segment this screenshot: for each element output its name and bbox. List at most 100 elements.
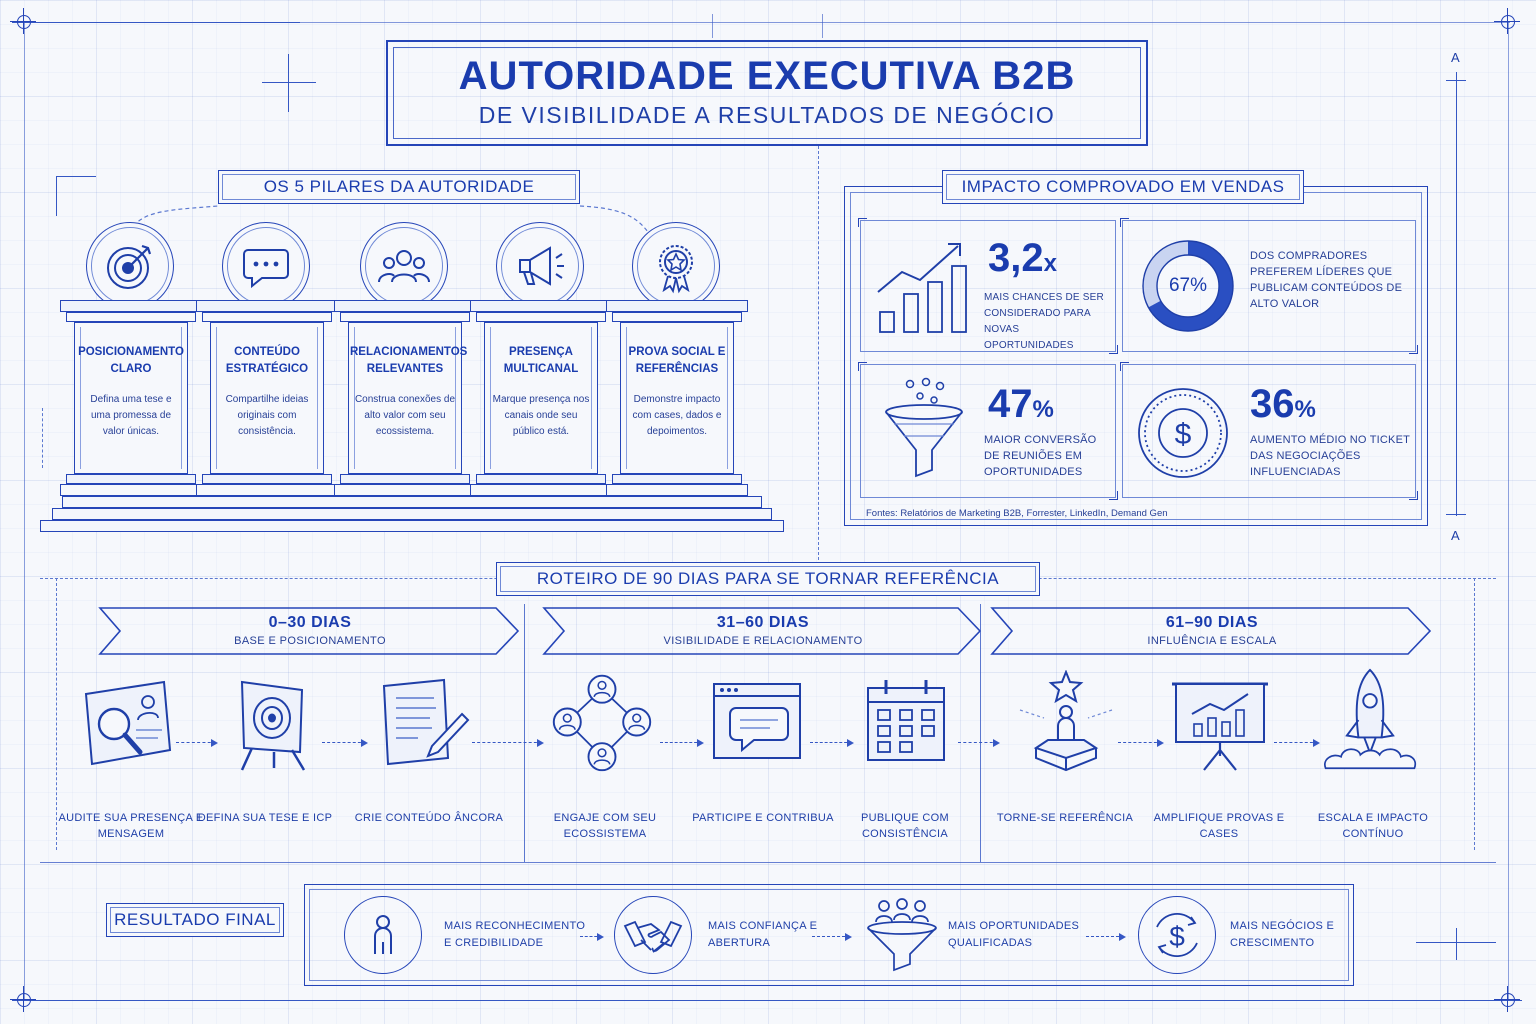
chevron-banner	[542, 607, 982, 655]
pillar-shaft	[348, 322, 462, 474]
pillar-base	[60, 484, 202, 496]
svg-text:$: $	[1169, 921, 1185, 952]
stat-value: 47%	[988, 382, 1054, 427]
people-group-icon	[360, 222, 448, 310]
stat-description: DOS COMPRADORES PREFEREM LÍDERES QUE PUB…	[1250, 250, 1403, 310]
page-title: AUTORIDADE EXECUTIVA B2B	[458, 54, 1076, 98]
pillar-base	[66, 474, 196, 484]
step-arrow	[1118, 738, 1164, 747]
roadmap-label-text: ROTEIRO DE 90 DIAS PARA SE TORNAR REFERÊ…	[536, 569, 1000, 588]
pillar-step	[40, 520, 784, 532]
pillar-description: Compartilhe ideias originais com consist…	[225, 394, 309, 437]
impact-label-text: IMPACTO COMPROVADO EM VENDAS	[961, 177, 1285, 196]
phase-subtitle: BASE E POSICIONAMENTO	[234, 635, 386, 647]
pillar-content: CONTEÚDO ESTRATÉGICO Compartilhe ideias …	[196, 222, 338, 502]
page-subtitle: DE VISIBILIDADE A RESULTADOS DE NEGÓCIO	[478, 102, 1056, 128]
pillar-shaft	[210, 322, 324, 474]
pillar-title: CONTEÚDO ESTRATÉGICO	[225, 346, 309, 375]
pillar-base	[606, 484, 748, 496]
pillar-shaft	[74, 322, 188, 474]
pillar-capital	[470, 300, 612, 312]
pillar-base	[612, 474, 742, 484]
registration-mark	[10, 8, 36, 34]
step-label: AMPLIFIQUE PROVAS E CASES	[1153, 812, 1285, 840]
chat-bubble-icon	[222, 222, 310, 310]
pillar-multichannel: PRESENÇA MULTICANAL Marque presença nos …	[470, 222, 612, 502]
dollar-cycle-icon: $	[1138, 896, 1216, 974]
tick-line	[712, 14, 713, 38]
dimension-line	[1456, 72, 1457, 516]
pillar-relationships: RELACIONAMENTOS RELEVANTES Construa cone…	[334, 222, 476, 502]
stat-unit: %	[1032, 396, 1054, 423]
frame-line	[12, 22, 300, 23]
sources-note: Fontes: Relatórios de Marketing B2B, For…	[866, 508, 1168, 519]
pillar-shaft	[484, 322, 598, 474]
center-guide-line	[818, 146, 819, 570]
step-label: AUDITE SUA PRESENÇA E MENSAGEM	[58, 812, 204, 840]
result-section-label: RESULTADO FINAL	[106, 903, 284, 937]
pillar-base	[340, 474, 470, 484]
pillar-base	[196, 484, 338, 496]
tick-line	[822, 14, 823, 38]
pillar-description: Construa conexões de alto valor com seu …	[354, 394, 456, 437]
phase-divider	[524, 604, 525, 862]
chat-window-icon	[704, 668, 812, 776]
stat-card	[858, 362, 1118, 500]
pillar-base	[334, 484, 476, 496]
pillar-description: Demonstre impacto com cases, dados e dep…	[632, 394, 722, 437]
frame-line	[1508, 22, 1509, 1000]
pillar-capital	[202, 312, 332, 322]
stat-card	[858, 218, 1118, 354]
person-icon	[344, 896, 422, 974]
donut-chart	[1142, 240, 1234, 332]
result-label-text: RESULTADO FINAL	[114, 910, 276, 929]
dimension-label: A	[1451, 528, 1460, 543]
roadmap-section-label: ROTEIRO DE 90 DIAS PARA SE TORNAR REFERÊ…	[496, 562, 1040, 596]
pillar-step	[52, 508, 772, 520]
dimension-tick	[1446, 514, 1466, 515]
stat-unit: %	[1294, 396, 1316, 423]
frame-line	[300, 22, 1510, 23]
pillar-capital	[476, 312, 606, 322]
phase-banner-2: 31–60 DIAS VISIBILIDADE E RELACIONAMENTO	[542, 606, 984, 656]
stat-unit: x	[1043, 250, 1057, 277]
donut-chart-icon: 67%	[1140, 238, 1236, 334]
crosshair-line	[262, 82, 316, 83]
pillar-shaft	[620, 322, 734, 474]
donut-ring-inner	[1156, 254, 1220, 318]
dimension-line	[1456, 928, 1457, 960]
pillar-title: PROVA SOCIAL E REFERÊNCIAS	[628, 346, 726, 375]
pillar-capital	[334, 300, 476, 312]
phase-subtitle: INFLUÊNCIA E ESCALA	[1147, 635, 1277, 647]
pillar-capital	[340, 312, 470, 322]
target-board-icon	[218, 668, 326, 776]
result-arrow	[580, 932, 604, 941]
result-arrow	[812, 932, 852, 941]
pillar-capital	[60, 300, 202, 312]
phase-title: 0–30 DIAS	[268, 614, 352, 631]
dimension-label: A	[1451, 50, 1460, 65]
pillar-title: RELACIONAMENTOS RELEVANTES	[350, 346, 468, 375]
pillar-title: PRESENÇA MULTICANAL	[503, 346, 579, 375]
donut-value: 67%	[1168, 275, 1208, 296]
pillar-positioning: POSICIONAMENTO CLARO Defina uma tese e u…	[60, 222, 202, 502]
stat-number: 47	[988, 382, 1033, 426]
result-text: MAIS RECONHECIMENTO E CREDIBILIDADE	[444, 920, 586, 949]
step-arrow	[322, 738, 368, 747]
step-label: TORNE-SE REFERÊNCIA	[996, 812, 1134, 824]
impact-section-label: IMPACTO COMPROVADO EM VENDAS	[942, 170, 1304, 204]
pillar-capital	[606, 300, 748, 312]
result-text: MAIS NEGÓCIOS E CRESCIMENTO	[1230, 920, 1335, 949]
award-star-icon	[632, 222, 720, 310]
phase-divider	[980, 604, 981, 862]
step-label: DEFINA SUA TESE E ICP	[197, 812, 333, 824]
step-label: PUBLIQUE COM CONSISTÊNCIA	[861, 812, 949, 840]
stat-description: MAIOR CONVERSÃO DE REUNIÕES EM OPORTUNID…	[984, 434, 1097, 478]
growth-bar-chart-icon	[877, 243, 967, 333]
presentation-board-icon	[1166, 668, 1274, 776]
target-icon	[86, 222, 174, 310]
roadmap-guide-line	[1474, 578, 1475, 850]
phase-title: 31–60 DIAS	[716, 614, 810, 631]
people-funnel-icon	[862, 896, 942, 976]
corner-mark	[56, 176, 57, 216]
